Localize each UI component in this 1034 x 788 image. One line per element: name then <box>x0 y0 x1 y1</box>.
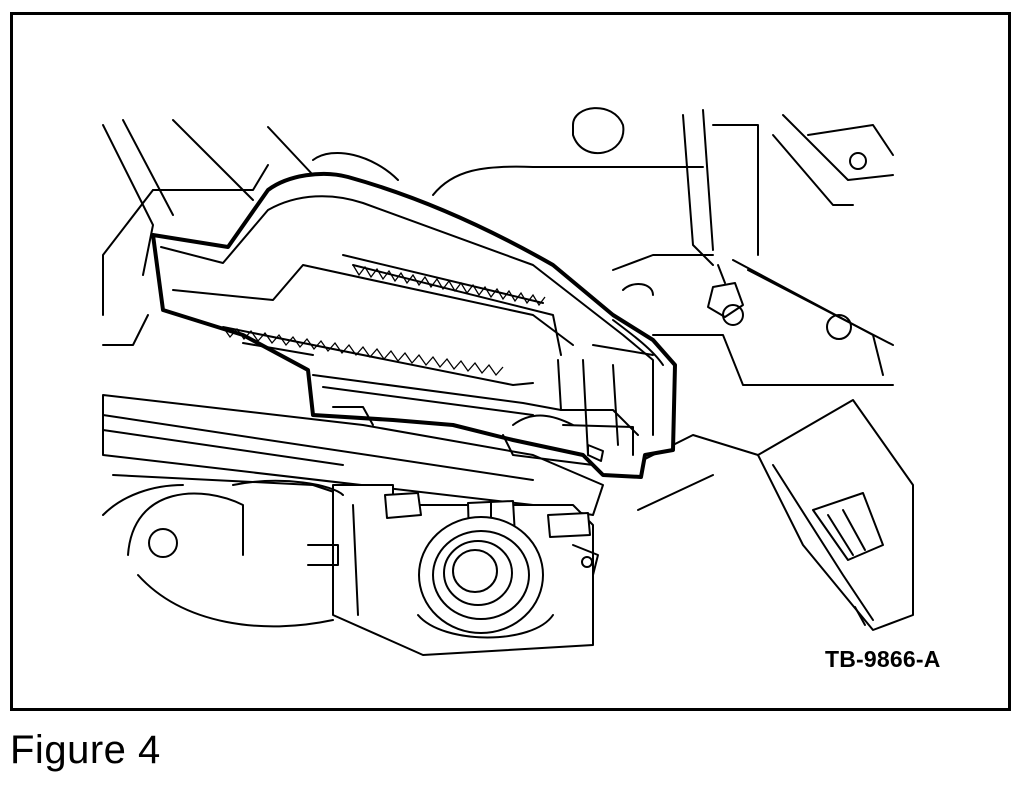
fastener <box>707 264 744 326</box>
connector-bracket <box>757 399 914 631</box>
figure-frame: TB-9866-A <box>10 12 1011 711</box>
reference-code: TB-9866-A <box>825 646 941 672</box>
module-housing <box>151 171 677 479</box>
background-structure-lines <box>102 107 894 386</box>
wheel-arch <box>102 479 344 628</box>
figure-caption: Figure 4 <box>10 728 161 772</box>
technical-illustration <box>102 107 914 656</box>
mount-bracket <box>307 484 599 656</box>
